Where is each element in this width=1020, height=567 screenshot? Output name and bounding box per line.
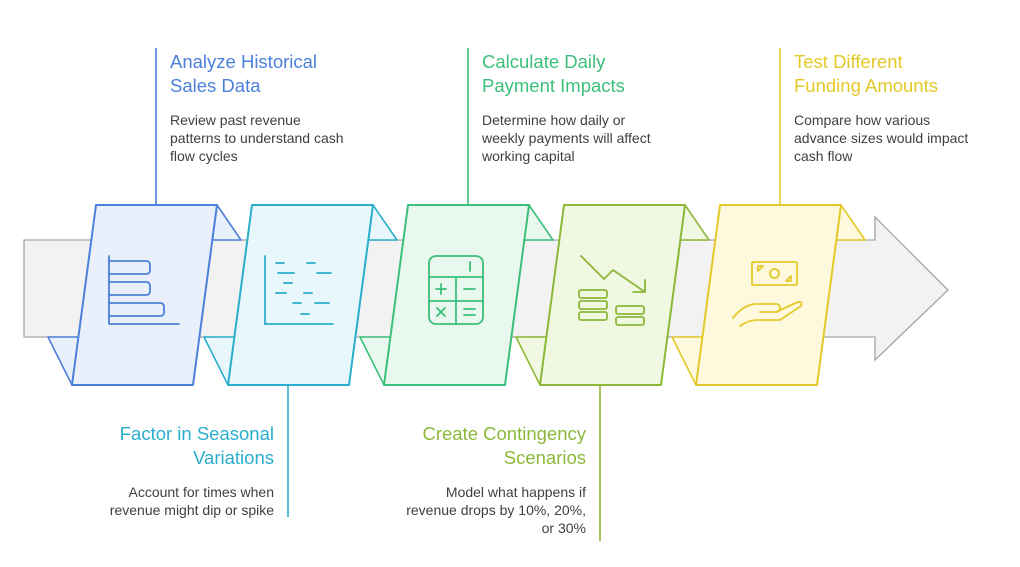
step-description-line: Review past revenue: [170, 112, 301, 128]
step-title: Create Contingency Scenarios: [356, 422, 586, 470]
step-title-line: Sales Data: [170, 75, 261, 96]
step-title: Factor in Seasonal Variations: [44, 422, 274, 470]
card-panel: [227, 204, 374, 386]
step-description-line: Account for times when: [128, 484, 274, 500]
step-description-line: or 30%: [541, 520, 586, 536]
step-description: Review past revenue patterns to understa…: [170, 111, 400, 165]
step-description-line: patterns to understand cash: [170, 130, 344, 146]
step-description-line: advance sizes would impact: [794, 130, 969, 146]
step-text-daily-payment-impacts: Calculate Daily Payment Impacts Determin…: [482, 50, 712, 165]
step-title-line: Funding Amounts: [794, 75, 938, 96]
step-text-seasonal-variations: Factor in Seasonal Variations Account fo…: [44, 422, 274, 519]
scattered-dashes-chart-icon: [264, 255, 334, 325]
step-description-line: revenue might dip or spike: [109, 502, 274, 518]
step-description: Determine how daily or weekly payments w…: [482, 111, 712, 165]
step-card-seasonal-variations: [203, 204, 398, 386]
step-title-line: Variations: [193, 447, 274, 468]
step-description-line: weekly payments will affect: [482, 130, 651, 146]
step-text-analyze-historical-sales: Analyze Historical Sales Data Review pas…: [170, 50, 400, 165]
step-description-line: Compare how various: [794, 112, 931, 128]
step-title-line: Calculate Daily: [482, 51, 606, 72]
step-title-line: Analyze Historical: [170, 51, 318, 72]
step-title-line: Scenarios: [503, 447, 586, 468]
step-description-line: Model what happens if: [445, 484, 586, 500]
step-title: Analyze Historical Sales Data: [170, 50, 400, 98]
step-description-line: working capital: [482, 148, 575, 164]
money-hand-icon: [732, 261, 803, 327]
step-text-funding-amounts: Test Different Funding Amounts Compare h…: [794, 50, 1014, 165]
step-title-line: Create Contingency: [422, 423, 586, 444]
step-card-analyze-historical-sales: [47, 204, 242, 386]
card-panel: [539, 204, 686, 386]
calculator-icon: [428, 255, 484, 325]
coins-decline-icon: [578, 255, 646, 326]
step-description: Compare how various advance sizes would …: [794, 111, 1014, 165]
step-description-line: flow cycles: [170, 148, 238, 164]
step-title-line: Factor in Seasonal: [119, 423, 274, 444]
step-description: Account for times when revenue might dip…: [44, 483, 274, 519]
step-text-contingency-scenarios: Create Contingency Scenarios Model what …: [356, 422, 586, 537]
step-card-funding-amounts: [671, 204, 866, 386]
card-panel: [695, 204, 842, 386]
bar-chart-icon: [108, 255, 180, 325]
step-description: Model what happens if revenue drops by 1…: [356, 483, 586, 537]
step-title: Test Different Funding Amounts: [794, 50, 1014, 98]
step-description-line: revenue drops by 10%, 20%,: [406, 502, 586, 518]
step-card-contingency-scenarios: [515, 204, 710, 386]
step-title-line: Payment Impacts: [482, 75, 625, 96]
step-title: Calculate Daily Payment Impacts: [482, 50, 712, 98]
step-title-line: Test Different: [794, 51, 903, 72]
step-card-daily-payment-impacts: [359, 204, 554, 386]
step-description-line: Determine how daily or: [482, 112, 626, 128]
step-description-line: cash flow: [794, 148, 853, 164]
